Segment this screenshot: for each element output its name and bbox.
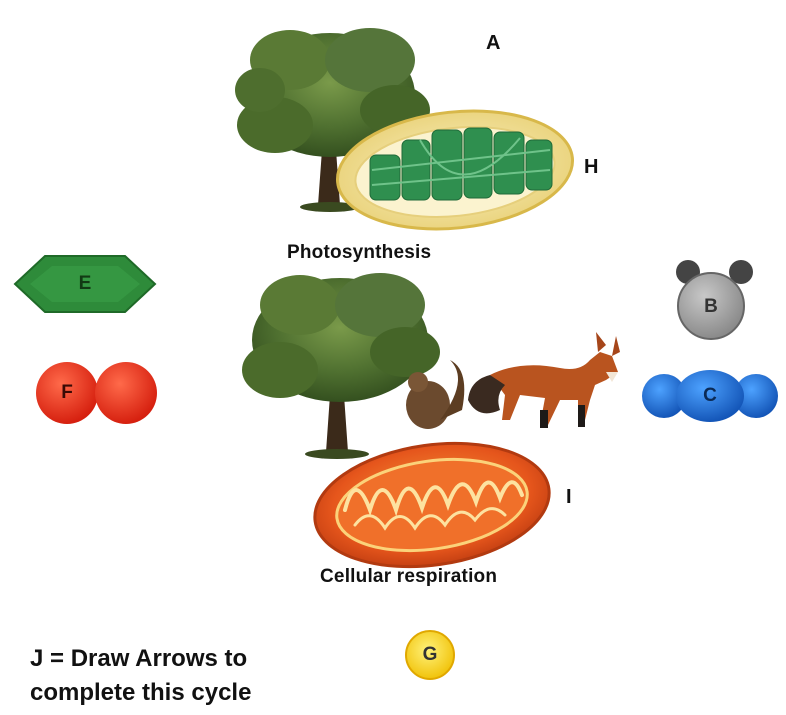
molecule-e-label: E [70, 273, 100, 295]
caption-photosynthesis: Photosynthesis [287, 242, 431, 264]
instruction-line-1: J = Draw Arrows to [30, 642, 251, 676]
label-h: H [584, 156, 598, 179]
molecule-g-label: G [415, 644, 445, 666]
molecule-b-label: B [696, 296, 726, 318]
fox-icon [468, 332, 620, 428]
label-a: A [486, 32, 500, 55]
molecule-c-label: C [695, 385, 725, 407]
caption-cellular-respiration: Cellular respiration [320, 566, 497, 588]
tree-bottom-icon [242, 273, 440, 459]
instruction-line-2: complete this cycle [30, 676, 251, 710]
molecule-f-label: F [52, 382, 82, 404]
instruction-text: J = Draw Arrows to complete this cycle [30, 642, 251, 710]
label-i: I [566, 486, 572, 509]
